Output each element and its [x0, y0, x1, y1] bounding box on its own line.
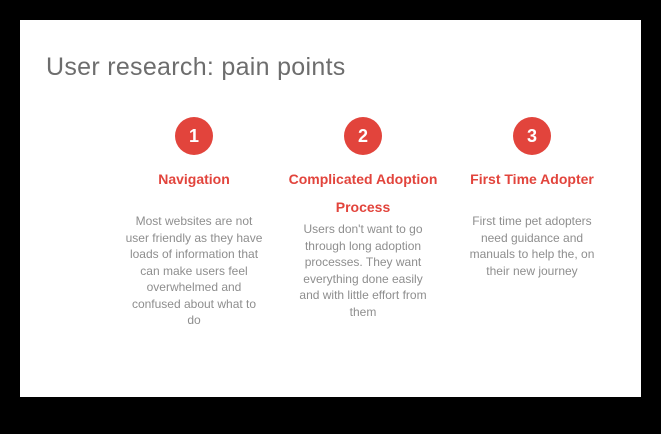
pain-point-title: Complicated Adoption Process	[288, 171, 438, 215]
pain-point-column-first-time-adopter: 3 First Time Adopter First time pet adop…	[457, 117, 607, 329]
pain-point-column-navigation: 1 Navigation Most websites are not user …	[119, 117, 269, 329]
pain-points-row: 1 Navigation Most websites are not user …	[119, 117, 607, 329]
step-number-badge: 1	[175, 117, 213, 155]
pain-point-description: First time pet adopters need guidance an…	[469, 214, 595, 278]
page-title: User research: pain points	[46, 53, 346, 81]
step-number-badge: 3	[513, 117, 551, 155]
step-number-badge: 2	[344, 117, 382, 155]
pain-point-column-adoption-process: 2 Complicated Adoption Process Users don…	[288, 117, 438, 329]
slide-canvas: User research: pain points 1 Navigation …	[20, 20, 641, 397]
pain-point-description: Users don't want to go through long adop…	[299, 222, 427, 319]
pain-point-title: Navigation	[158, 171, 230, 187]
pain-point-title: First Time Adopter	[470, 171, 594, 187]
pain-point-description: Most websites are not user friendly as t…	[125, 214, 263, 327]
